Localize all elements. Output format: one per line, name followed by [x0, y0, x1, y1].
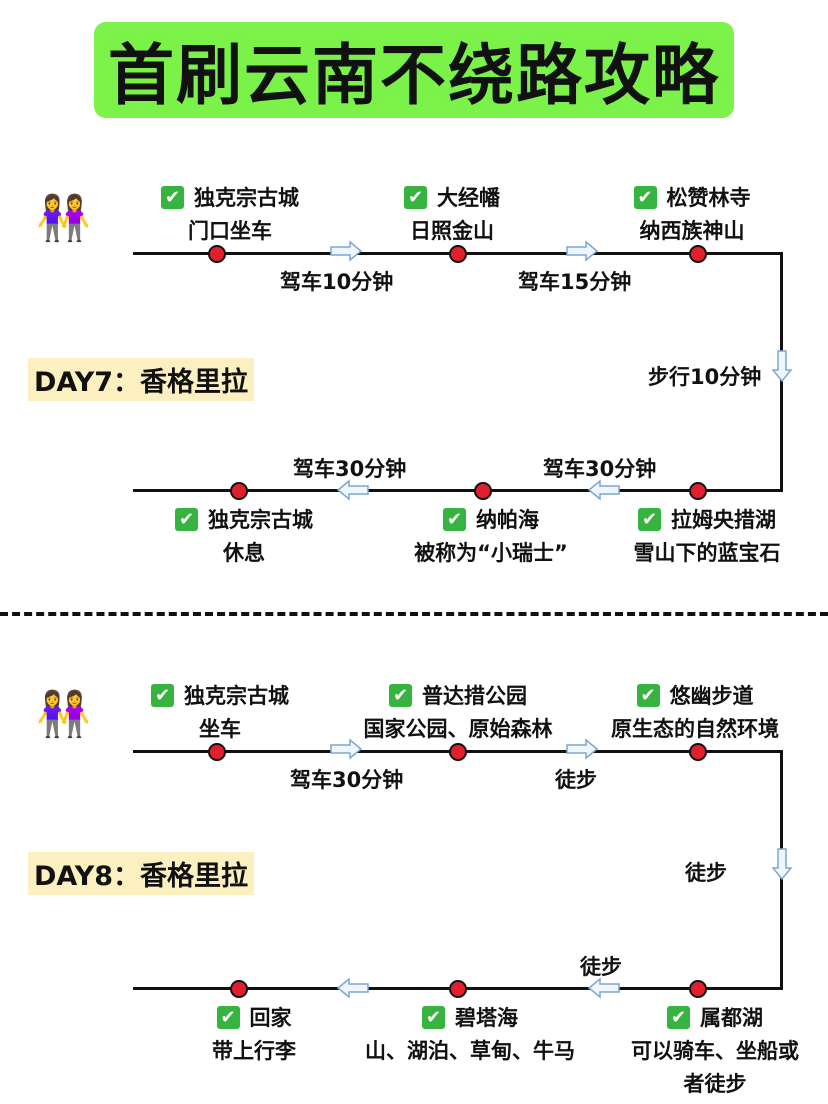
stop-name: 独克宗古城: [208, 508, 313, 532]
stop-name: 拉姆央措湖: [671, 508, 776, 532]
stop-desc-2: 者徒步: [683, 1072, 747, 1096]
stop-name: 碧塔海: [455, 1006, 518, 1030]
arrow-right-icon: [566, 738, 599, 760]
divider: [0, 612, 828, 616]
arrow-left-icon: [587, 479, 620, 501]
checkbox-icon: ✔: [161, 186, 184, 209]
stop-label: ✔ 普达措公园 国家公园、原始森林: [328, 680, 588, 746]
stop-label: ✔ 拉姆央措湖 雪山下的蓝宝石: [577, 504, 828, 570]
stop-label: ✔ 独克宗古城 休息: [114, 504, 374, 570]
leg-label: 驾车10分钟: [280, 270, 394, 294]
stop-label: ✔ 独克宗古城 坐车: [90, 680, 350, 746]
stop-desc: 可以骑车、坐船或: [631, 1039, 799, 1063]
page-title: 首刷云南不绕路攻略: [94, 22, 734, 118]
checkbox-icon: ✔: [175, 508, 198, 531]
stop-dot: [449, 743, 467, 761]
checkbox-icon: ✔: [389, 684, 412, 707]
checkbox-icon: ✔: [443, 508, 466, 531]
checkbox-icon: ✔: [422, 1006, 445, 1029]
stop-desc: 带上行李: [212, 1039, 296, 1063]
leg-label: 步行10分钟: [648, 365, 762, 389]
arrow-left-icon: [587, 977, 620, 999]
checkbox-icon: ✔: [404, 186, 427, 209]
people-icon: 👭: [36, 689, 91, 740]
stop-name: 独克宗古城: [194, 186, 299, 210]
arrow-right-icon: [330, 738, 363, 760]
stop-dot: [689, 245, 707, 263]
stop-dot: [689, 980, 707, 998]
stop-dot: [689, 482, 707, 500]
checkbox-icon: ✔: [151, 684, 174, 707]
stop-name: 回家: [249, 1006, 292, 1030]
stop-label: ✔ 回家 带上行李: [124, 1002, 384, 1068]
leg-label: 驾车30分钟: [293, 457, 407, 481]
checkbox-icon: ✔: [216, 1006, 240, 1029]
stop-desc: 日照金山: [410, 219, 494, 243]
stop-label: ✔ 悠幽步道 原生态的自然环境: [565, 680, 825, 746]
route-line-bottom-day7: [133, 489, 783, 492]
arrow-right-icon: [566, 240, 599, 262]
stop-name: 大经幡: [437, 186, 500, 210]
people-icon: 👭: [36, 193, 91, 244]
checkbox-icon: ✔: [633, 186, 657, 209]
stop-dot: [449, 245, 467, 263]
stop-desc: 纳西族神山: [639, 219, 745, 243]
stop-dot: [230, 980, 248, 998]
stop-desc: 门口坐车: [188, 219, 272, 243]
stop-dot: [230, 482, 248, 500]
stop-name: 悠幽步道: [669, 684, 754, 708]
stop-desc: 被称为“小瑞士”: [414, 541, 568, 565]
checkbox-icon: ✔: [638, 508, 661, 531]
stop-label: ✔ 松赞林寺 纳西族神山: [562, 182, 822, 248]
stop-name: 独克宗古城: [184, 684, 289, 708]
stop-desc: 山、湖泊、草甸、牛马: [365, 1039, 575, 1063]
arrow-left-icon: [336, 479, 369, 501]
stop-name: 纳帕海: [476, 508, 539, 532]
stop-label: ✔ 独克宗古城 门口坐车: [100, 182, 360, 248]
stop-dot: [689, 743, 707, 761]
stop-name: 松赞林寺: [666, 186, 751, 210]
stop-desc: 坐车: [199, 717, 241, 741]
stop-dot: [208, 743, 226, 761]
leg-label: 驾车30分钟: [543, 457, 657, 481]
day-label: DAY7：香格里拉: [28, 358, 255, 401]
day-label: DAY8：香格里拉: [28, 852, 255, 895]
stop-name: 普达措公园: [422, 684, 527, 708]
stop-label: ✔ 纳帕海 被称为“小瑞士”: [361, 504, 621, 570]
arrow-right-icon: [330, 240, 363, 262]
stop-dot: [474, 482, 492, 500]
leg-label: 徒步: [580, 955, 622, 979]
arrow-left-icon: [336, 977, 369, 999]
stop-desc: 休息: [223, 541, 265, 565]
stop-dot: [449, 980, 467, 998]
checkbox-icon: ✔: [667, 1006, 690, 1029]
checkbox-icon: ✔: [636, 684, 660, 707]
arrow-down-icon: [771, 848, 793, 881]
stop-desc: 雪山下的蓝宝石: [633, 541, 781, 565]
stop-label: ✔ 大经幡 日照金山: [322, 182, 582, 248]
stop-desc: 国家公园、原始森林: [363, 717, 553, 741]
stop-desc: 原生态的自然环境: [611, 717, 779, 741]
stop-name: 属都湖: [700, 1006, 763, 1030]
leg-label: 驾车15分钟: [518, 270, 632, 294]
leg-label: 徒步: [685, 861, 727, 885]
leg-label: 徒步: [555, 768, 597, 792]
stop-label: ✔ 属都湖 可以骑车、坐船或 者徒步: [585, 1002, 828, 1101]
arrow-down-icon: [771, 350, 793, 383]
leg-label: 驾车30分钟: [290, 768, 404, 792]
page-title-wrap: 首刷云南不绕路攻略: [0, 22, 828, 118]
stop-label: ✔ 碧塔海 山、湖泊、草甸、牛马: [340, 1002, 600, 1068]
stop-dot: [208, 245, 226, 263]
